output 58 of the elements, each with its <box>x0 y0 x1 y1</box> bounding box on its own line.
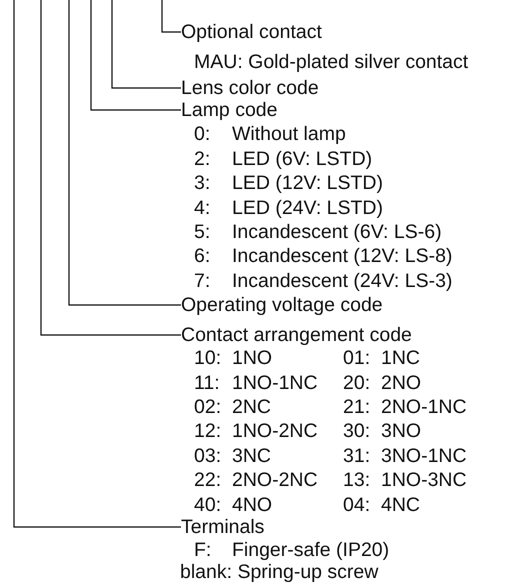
code-label: 5: <box>194 221 210 243</box>
code-description: LED (12V: LSTD) <box>232 172 383 194</box>
code-label: 11: <box>194 372 220 394</box>
code-description: 4NC <box>381 494 420 516</box>
code-description: Finger-safe (IP20) <box>232 539 390 562</box>
code-label: 0: <box>194 123 210 146</box>
code-description: Incandescent (6V: LS-6) <box>232 221 442 243</box>
leader-label: Operating voltage code <box>181 294 383 316</box>
code-description: 3NC <box>232 444 272 467</box>
code-description: 1NO-1NC <box>232 372 318 394</box>
code-label: 40: <box>194 494 222 516</box>
code-label: 4: <box>194 196 210 219</box>
code-description: Without lamp <box>232 123 346 146</box>
code-label: 03: <box>194 444 222 467</box>
code-description: 2NO <box>381 372 422 394</box>
code-label: 2: <box>194 148 210 170</box>
leader-line <box>40 0 181 336</box>
code-description: 2NC <box>232 396 272 418</box>
leader-label: Contact arrangement code <box>181 324 412 346</box>
code-label: 01: <box>343 347 370 370</box>
code-label: 12: <box>194 420 222 442</box>
code-label: 20: <box>343 372 370 394</box>
code-label: 30: <box>343 420 370 442</box>
code-label: 21: <box>343 396 370 418</box>
leader-line <box>111 0 181 89</box>
code-description: Incandescent (12V: LS-8) <box>232 245 452 268</box>
leader-label: Lens color code <box>181 77 319 99</box>
option-description: blank: Spring-up screw <box>180 561 378 584</box>
code-description: LED (24V: LSTD) <box>232 196 383 219</box>
code-label: 04: <box>343 494 370 516</box>
leader-label: Lamp code <box>181 99 278 121</box>
code-label: 7: <box>194 270 210 292</box>
code-label: F: <box>194 539 212 562</box>
leader-line <box>90 0 181 111</box>
code-label: 10: <box>194 347 222 370</box>
code-description: Incandescent (24V: LS-3) <box>232 270 452 292</box>
leader-label: Terminals <box>181 516 264 538</box>
code-description: 1NO-3NC <box>381 469 467 492</box>
leader-line <box>161 0 181 33</box>
code-description: 1NO <box>232 347 272 370</box>
code-label: 3: <box>194 172 210 194</box>
code-description: 3NO <box>381 420 422 442</box>
leader-line <box>13 0 181 528</box>
code-label: 13: <box>343 469 370 492</box>
code-label: 22: <box>194 469 222 492</box>
code-description: 1NC <box>381 347 420 370</box>
code-description: 2NO-2NC <box>232 469 318 492</box>
leader-label: Optional contact <box>181 21 322 43</box>
code-description: 2NO-1NC <box>381 396 467 418</box>
code-label: 02: <box>194 396 222 418</box>
code-description: 4NO <box>232 494 272 516</box>
code-label: 31: <box>343 444 370 467</box>
leader-line <box>68 0 181 306</box>
code-description: LED (6V: LSTD) <box>232 148 372 170</box>
code-description: 3NO-1NC <box>381 444 467 467</box>
option-description: MAU: Gold-plated silver contact <box>194 51 468 73</box>
code-description: 1NO-2NC <box>232 420 318 442</box>
code-label: 6: <box>194 245 210 268</box>
